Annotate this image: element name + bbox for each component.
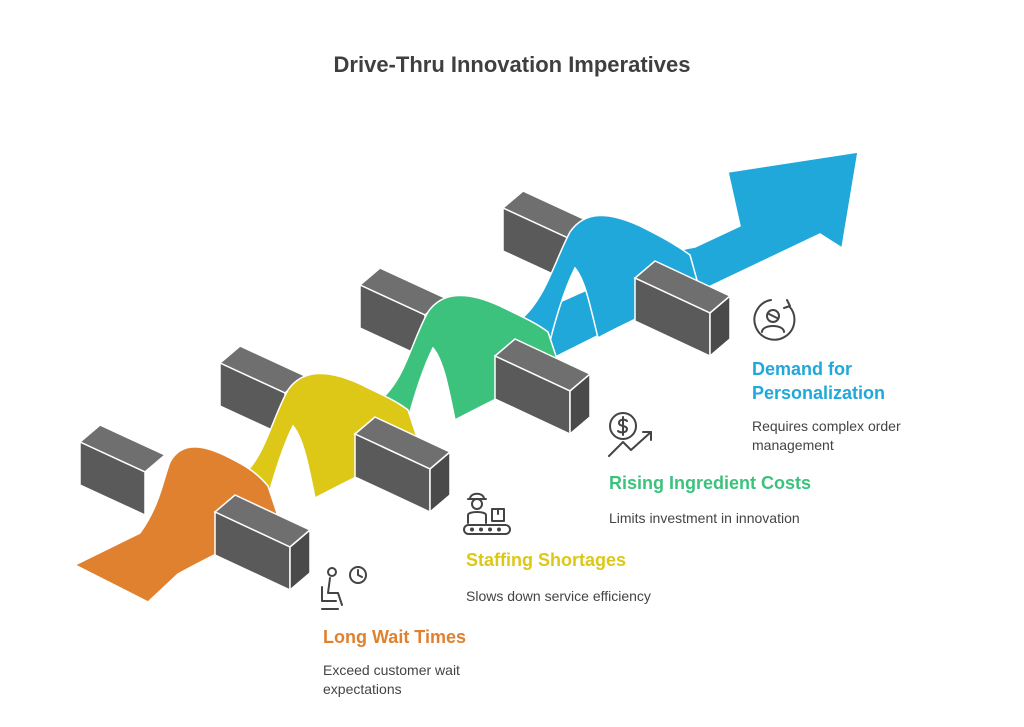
item-description: Slows down service efficiency <box>466 588 651 604</box>
item-title: Rising Ingredient Costs <box>609 473 812 493</box>
front-block-orange <box>213 494 312 592</box>
waiting-person-clock-icon <box>318 565 370 613</box>
item-description: Exceed customer wait expectations <box>323 662 460 697</box>
page-title: Drive-Thru Innovation Imperatives <box>333 52 691 77</box>
item-description: Requires complex order management <box>752 418 901 453</box>
item-title: Demand for Personalization <box>752 359 886 403</box>
front-block-yellow <box>353 416 452 514</box>
dollar-trend-up-icon <box>605 410 657 460</box>
item-title: Long Wait Times <box>323 627 467 647</box>
front-block-blue <box>633 260 732 358</box>
front-block-green <box>493 338 592 436</box>
person-cycle-icon <box>749 296 801 346</box>
back-block-orange <box>78 424 167 517</box>
item-description: Limits investment in innovation <box>609 510 800 526</box>
worker-conveyor-icon <box>462 487 514 537</box>
item-title: Staffing Shortages <box>466 550 627 570</box>
